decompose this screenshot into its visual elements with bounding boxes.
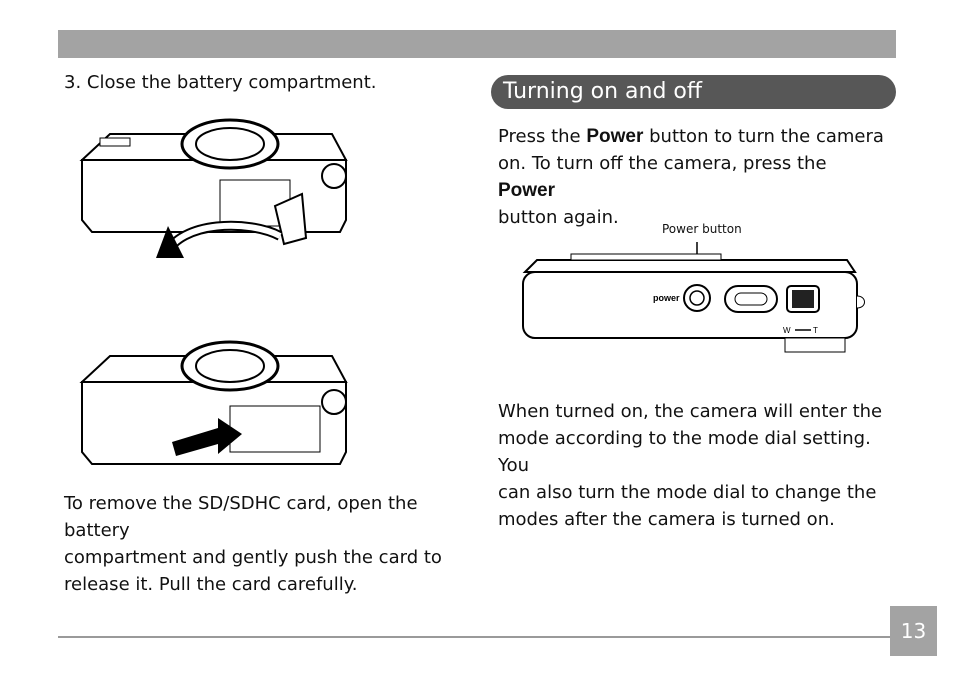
section-heading-turning-on-off: Turning on and off [491, 75, 896, 109]
step-3-text: 3. Close the battery compartment. [64, 72, 377, 93]
camera-battery-open-illustration [79, 118, 348, 259]
top-header-bar [58, 30, 896, 58]
power-button-callout-label: Power button [662, 222, 742, 236]
zoom-w-label: W [783, 326, 791, 335]
page-number: 13 [890, 606, 937, 656]
power-instructions-paragraph: Press the Power button to turn the camer… [498, 126, 884, 228]
mode-dial-paragraph: When turned on, the camera will enter th… [498, 401, 883, 530]
camera-battery-close-illustration [79, 340, 348, 465]
camera-power-text: power [653, 293, 680, 303]
camera-top-view-illustration: power W T [522, 242, 865, 353]
remove-card-paragraph: To remove the SD/SDHC card, open the bat… [64, 493, 442, 595]
zoom-t-label: T [813, 326, 818, 335]
footer-divider [58, 636, 892, 638]
